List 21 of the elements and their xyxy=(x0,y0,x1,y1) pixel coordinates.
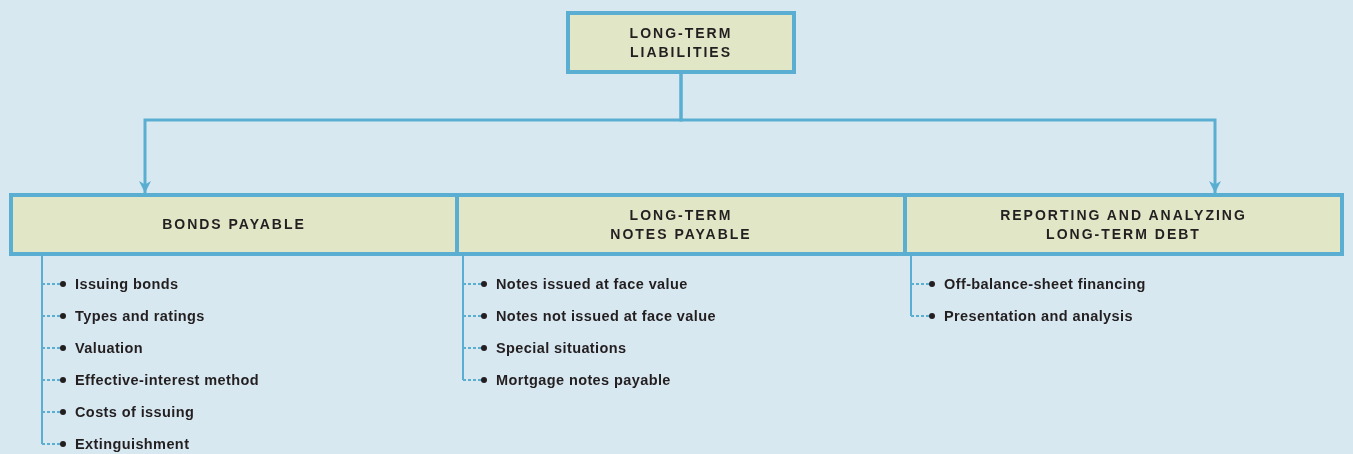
topic-text: Valuation xyxy=(75,340,144,356)
heading-text: LONG-TERM NOTES PAYABLE xyxy=(609,205,753,244)
tree-connector xyxy=(462,255,482,381)
topic-text: Effective-interest method xyxy=(75,372,260,388)
topic-text: Mortgage notes payable xyxy=(496,372,671,388)
topic-text: Costs of issuing xyxy=(75,404,195,420)
topic-text: Notes issued at face value xyxy=(496,276,688,292)
topic-text: Special situations xyxy=(496,340,627,356)
topic-text: Issuing bonds xyxy=(75,276,179,292)
tree-connector xyxy=(910,255,930,317)
title-box xyxy=(566,11,796,74)
heading-text: LONG-TERM LIABILITIES xyxy=(628,23,734,62)
tree-connector xyxy=(41,255,61,445)
heading-text: BONDS PAYABLE xyxy=(162,215,306,234)
topic-text: Types and ratings xyxy=(75,308,205,324)
topic-text: Notes not issued at face value xyxy=(496,308,716,324)
topic-text: Off-balance-sheet financing xyxy=(944,276,1146,292)
heading-text: REPORTING AND ANALYZING LONG-TERM DEBT xyxy=(999,205,1248,244)
arrow xyxy=(679,74,1221,193)
topic-text: Presentation and analysis xyxy=(944,308,1133,324)
topic-text: Extinguishment xyxy=(75,436,190,452)
